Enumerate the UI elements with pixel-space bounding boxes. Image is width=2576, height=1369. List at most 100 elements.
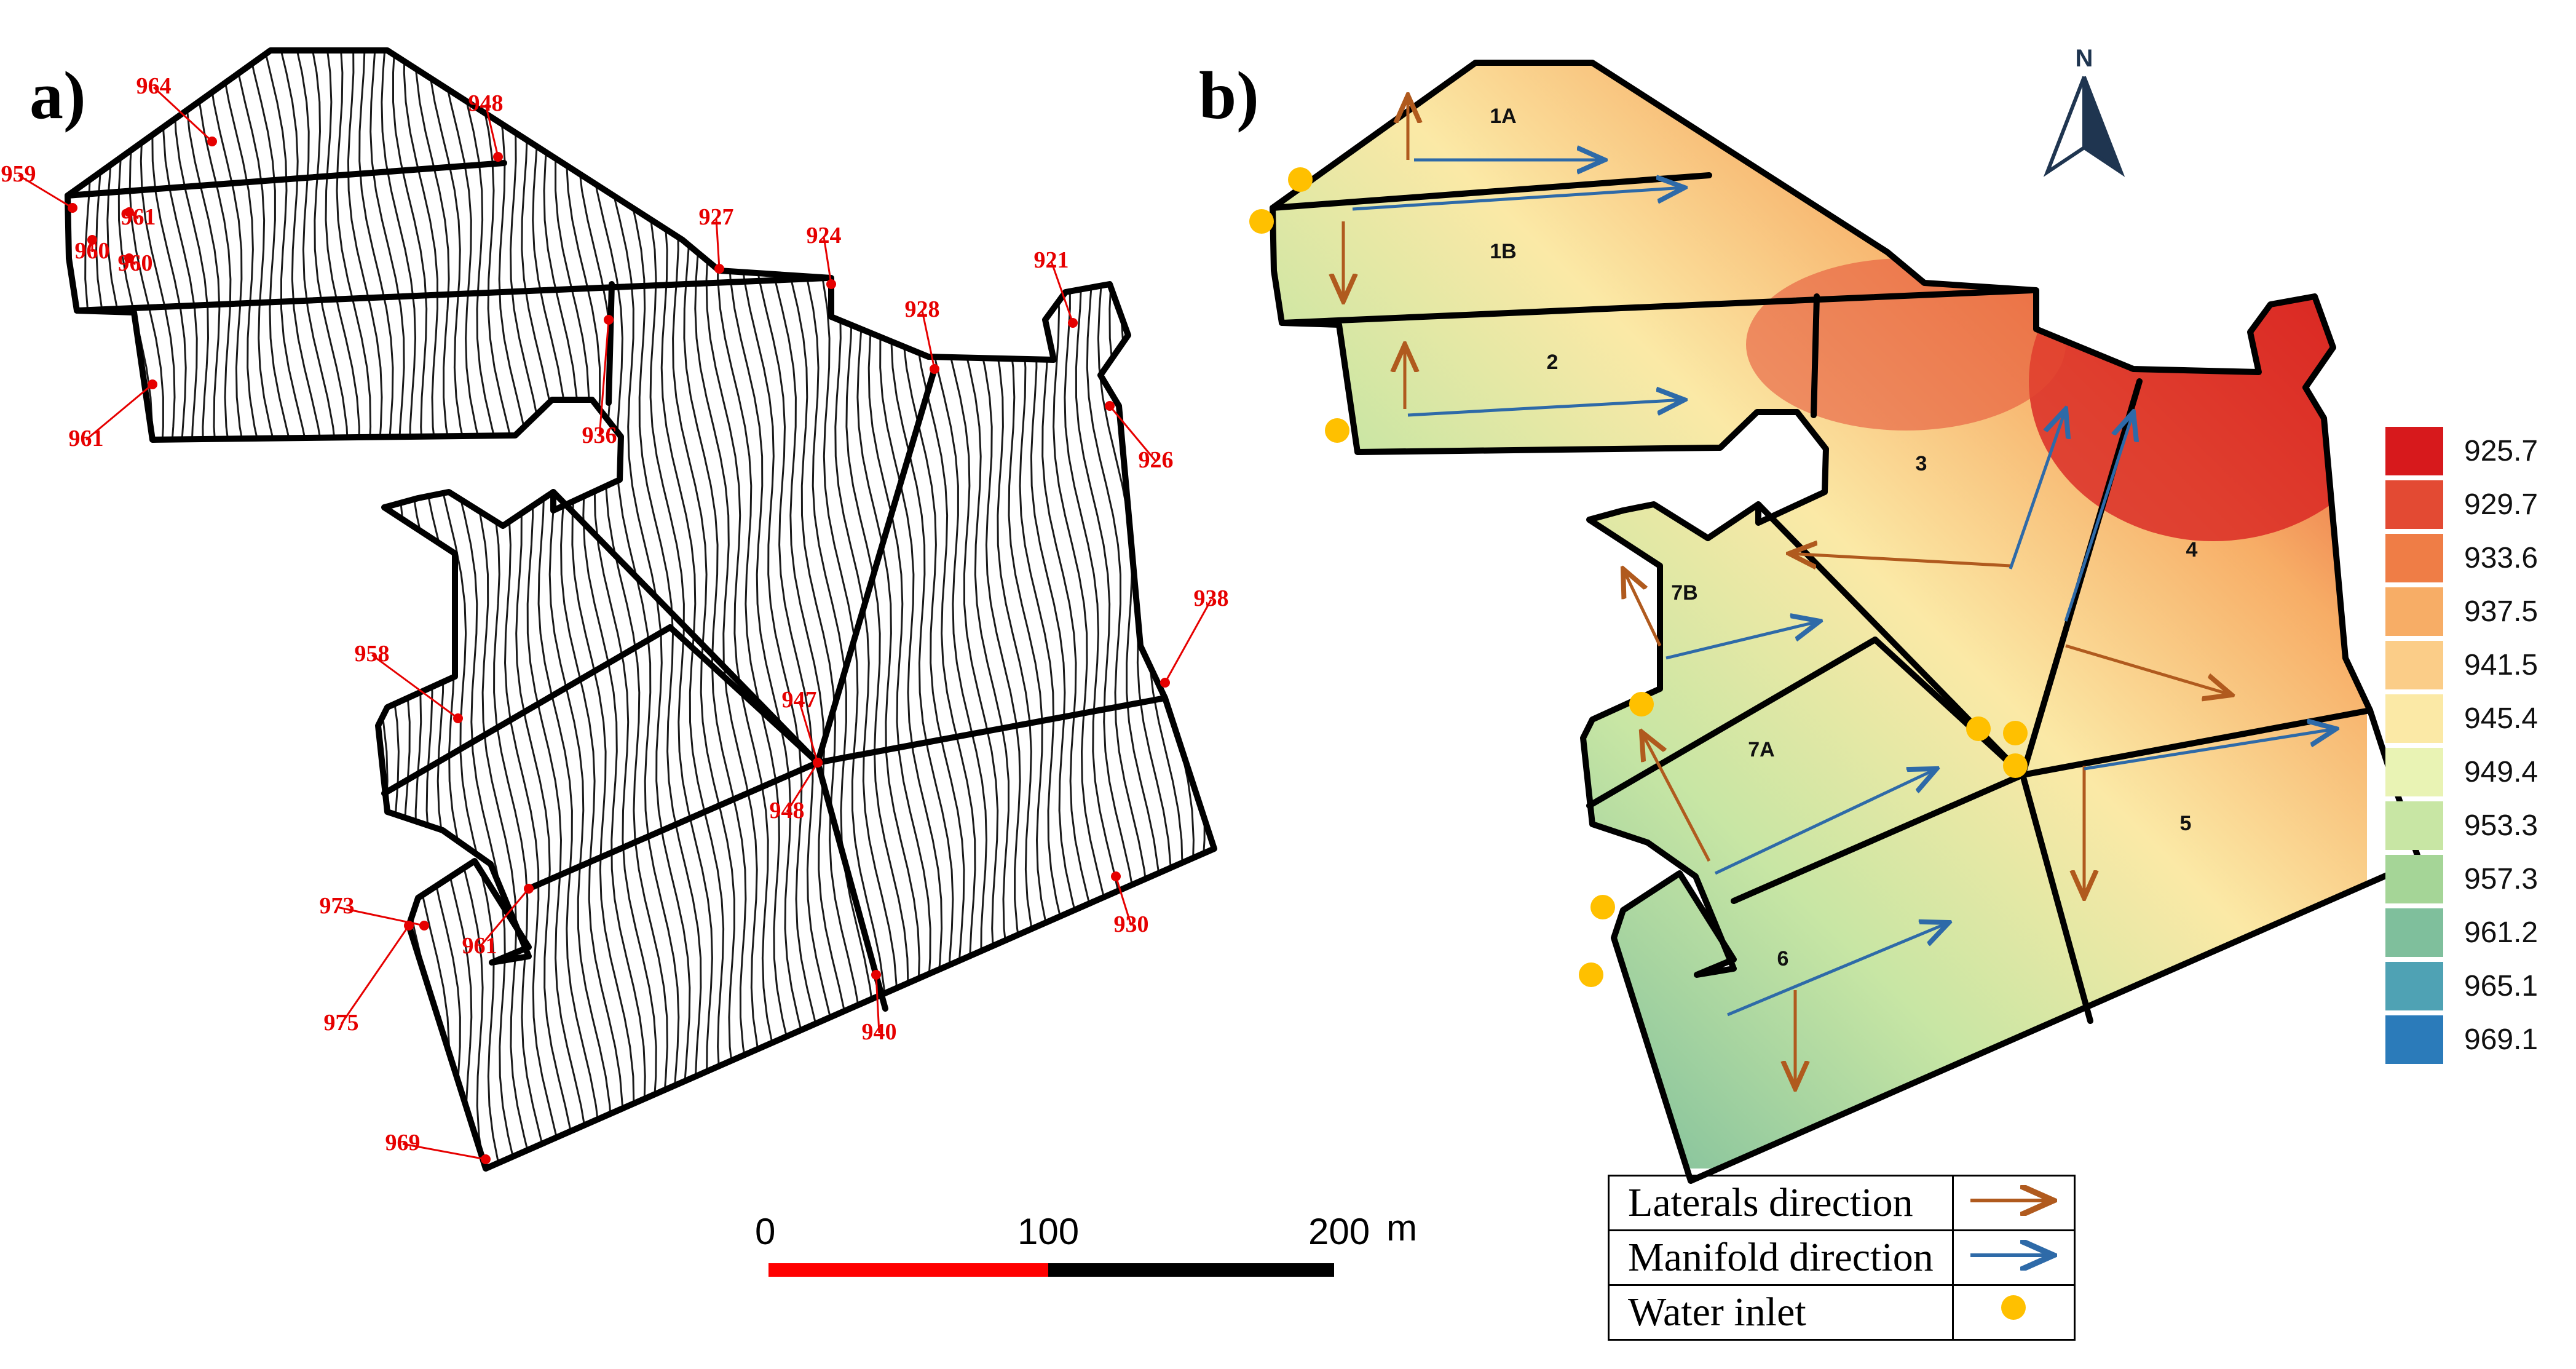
elevation-point: 921 xyxy=(1034,247,1078,328)
elevation-point: 948 xyxy=(770,758,823,823)
colorbar-entry: 965.1 xyxy=(2385,959,2538,1013)
elevation-value: 948 xyxy=(468,90,504,116)
colorbar-swatch xyxy=(2385,480,2443,529)
legend-label-laterals: Laterals direction xyxy=(1608,1175,1954,1231)
water-inlet xyxy=(2003,721,2028,745)
water-inlets xyxy=(1249,167,2028,987)
scale-segment-second xyxy=(1048,1263,1334,1277)
colorbar-value: 933.6 xyxy=(2464,542,2538,574)
colorbar-entry: 925.7 xyxy=(2385,424,2538,478)
colorbar-value: 945.4 xyxy=(2464,702,2538,735)
manifold-arrow xyxy=(1352,188,1685,211)
high-zone-red xyxy=(2029,221,2398,541)
lateral-arrow xyxy=(1623,569,1662,647)
colorbar-swatch xyxy=(2385,1015,2443,1064)
elevation-value: 975 xyxy=(324,1010,359,1036)
colorbar-value: 929.7 xyxy=(2464,488,2538,521)
colorbar-entry: 969.1 xyxy=(2385,1013,2538,1066)
colorbar-swatch xyxy=(2385,641,2443,689)
colorbar-entry: 957.3 xyxy=(2385,852,2538,906)
plot-label: 4 xyxy=(2186,538,2198,561)
legend-label-manifold: Manifold direction xyxy=(1608,1229,1954,1286)
elevation-value: 936 xyxy=(582,423,617,448)
water-inlet xyxy=(1249,209,1274,234)
elevation-value: 961 xyxy=(462,933,497,959)
field-boundary xyxy=(65,47,1217,1172)
colorbar-swatch xyxy=(2385,534,2443,582)
elevation-point: 961 xyxy=(121,204,156,230)
elevation-point: 930 xyxy=(1111,871,1149,937)
elevation-point: 959 xyxy=(1,161,77,213)
elevation-value: 948 xyxy=(770,798,805,823)
scale-label-0: 0 xyxy=(755,1211,776,1252)
field-boundary-b xyxy=(1270,60,2422,1184)
elevation-point: 975 xyxy=(324,921,414,1036)
colorbar-entry: 949.4 xyxy=(2385,745,2538,799)
elevation-value: 958 xyxy=(355,641,390,667)
water-inlet-icon xyxy=(1951,1284,2076,1341)
plot-label: 5 xyxy=(2180,812,2192,835)
elevation-value: 930 xyxy=(1114,911,1149,937)
elevation-point: 927 xyxy=(699,204,734,274)
manifold-arrow xyxy=(1727,923,1949,1017)
north-label: N xyxy=(2076,45,2093,72)
elevation-point: 964 xyxy=(136,73,217,146)
elevation-point: 969 xyxy=(385,1130,491,1164)
laterals-arrow-icon xyxy=(1951,1175,2076,1231)
lateral-arrow xyxy=(1789,554,2011,566)
colorbar-value: 965.1 xyxy=(2464,970,2538,1002)
manifold-arrow xyxy=(2064,412,2133,622)
elevation-value: 938 xyxy=(1194,585,1229,611)
contour-lines xyxy=(73,50,1214,1169)
colorbar-swatch xyxy=(2385,801,2443,850)
manifold-arrow-icon xyxy=(1951,1229,2076,1286)
scale-label-100: 100 xyxy=(1017,1211,1080,1252)
colorbar-value: 953.3 xyxy=(2464,809,2538,842)
legend: Laterals direction Manifold direction Wa… xyxy=(1608,1175,2076,1341)
elevation-point: 948 xyxy=(468,90,504,162)
elevation-value: 961 xyxy=(121,204,156,230)
colorbar-entry: 953.3 xyxy=(2385,799,2538,852)
high-zone-orange xyxy=(1746,258,2066,431)
colorbar-entry: 941.5 xyxy=(2385,638,2538,692)
elevation-point: 960 xyxy=(118,250,153,276)
elevation-point: 938 xyxy=(1160,585,1229,688)
legend-row-laterals: Laterals direction xyxy=(1608,1175,2076,1231)
colorbar-entry: 961.2 xyxy=(2385,906,2538,959)
elevation-point: 947 xyxy=(782,687,823,768)
colorbar-entry: 945.4 xyxy=(2385,692,2538,745)
low-zone-blue xyxy=(1273,824,1469,1107)
colorbar-value: 937.5 xyxy=(2464,595,2538,628)
elevation-value: 947 xyxy=(782,687,817,713)
colorbar-swatch xyxy=(2385,855,2443,903)
plot-boundaries xyxy=(65,160,1168,1012)
water-inlet xyxy=(1579,962,1603,987)
elevation-point: 961 xyxy=(69,379,157,451)
colorbar-value: 925.7 xyxy=(2464,435,2538,467)
elevation-colorbar: 925.7 929.7 933.6 937.5 941.5 945.4 949.4 953.3… xyxy=(2385,424,2538,1066)
manifold-arrow xyxy=(2084,729,2336,771)
colorbar-entry: 929.7 xyxy=(2385,478,2538,531)
colorbar-value: 957.3 xyxy=(2464,863,2538,895)
scale-unit: m xyxy=(1386,1207,1417,1248)
water-inlet xyxy=(1966,716,1991,741)
elevation-point: 940 xyxy=(862,970,897,1045)
direction-arrows xyxy=(1343,95,2336,1089)
elevation-value: 926 xyxy=(1139,447,1174,473)
plot-label: 3 xyxy=(1916,452,1927,475)
manifold-arrow xyxy=(1407,400,1685,417)
plot-label: 6 xyxy=(1777,947,1789,970)
colorbar-swatch xyxy=(2385,908,2443,957)
colorbar-swatch xyxy=(2385,587,2443,636)
colorbar-entry: 937.5 xyxy=(2385,585,2538,638)
plot-label: 2 xyxy=(1547,351,1559,374)
plot-label: 1B xyxy=(1490,240,1516,263)
colorbar-value: 941.5 xyxy=(2464,649,2538,681)
elevation-value: 961 xyxy=(69,426,104,451)
manifold-arrow xyxy=(1665,621,1820,660)
